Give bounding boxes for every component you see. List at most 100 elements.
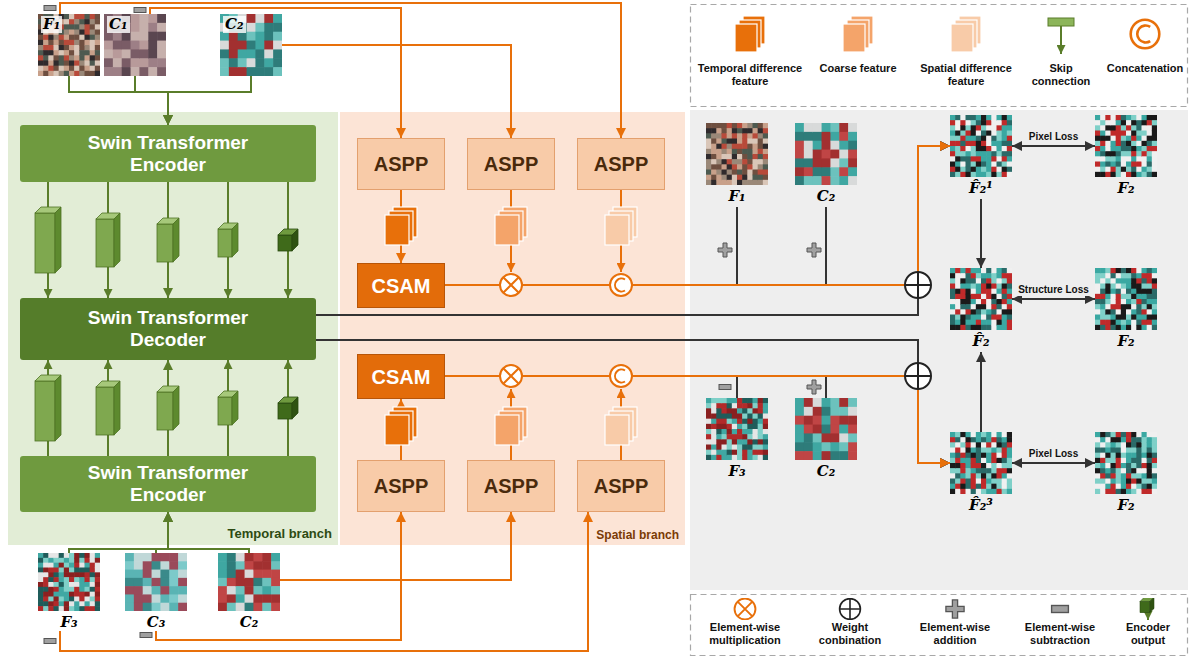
legend-icon bbox=[722, 598, 768, 620]
module-label: ASPP bbox=[484, 152, 538, 176]
connector bbox=[156, 512, 168, 553]
legend-symbol bbox=[735, 599, 756, 620]
image-tile: C₃ bbox=[125, 553, 187, 631]
connector bbox=[316, 146, 950, 315]
connector bbox=[280, 512, 511, 580]
aspp-module: ASPP bbox=[357, 138, 445, 190]
legend-text: Temporal difference feature bbox=[695, 62, 805, 88]
aspp-module: ASPP bbox=[577, 138, 665, 190]
connector bbox=[980, 352, 982, 432]
image-tile: F₁ bbox=[706, 123, 768, 207]
image-tile: F̂₂¹ bbox=[950, 115, 1012, 199]
image-label: F₁ bbox=[41, 16, 62, 33]
image-label: C₂ bbox=[795, 462, 857, 480]
legend-text: Coarse feature bbox=[808, 62, 908, 75]
image-tile: C₁ bbox=[104, 14, 166, 76]
image-mosaic bbox=[950, 268, 1012, 330]
module-label: CSAM bbox=[372, 274, 431, 298]
module-label: ASPP bbox=[484, 474, 538, 498]
legend-symbol bbox=[1140, 598, 1154, 613]
image-tile: C₂ bbox=[795, 123, 857, 207]
legend-icon bbox=[943, 10, 989, 58]
image-label: F₃ bbox=[706, 462, 768, 480]
legend-icon bbox=[727, 10, 773, 58]
legend-text: Encoder output bbox=[1110, 621, 1186, 647]
image-label: C₂ bbox=[218, 613, 280, 631]
connector bbox=[60, 512, 588, 651]
temporal-panel-fill bbox=[8, 112, 338, 545]
legend-icon bbox=[932, 598, 978, 620]
connector bbox=[445, 376, 950, 463]
legend-item: Concatenation bbox=[1104, 10, 1186, 75]
swin-transformer-block: Swin Transformer Encoder bbox=[20, 456, 316, 512]
image-tile: C₂ bbox=[795, 398, 857, 482]
legend-symbol bbox=[840, 599, 861, 620]
legend-text: Concatenation bbox=[1104, 62, 1186, 75]
connector bbox=[445, 146, 950, 285]
legend-item: Encoder output bbox=[1110, 598, 1186, 647]
legend-frame bbox=[691, 5, 1188, 107]
aspp-module: ASPP bbox=[357, 460, 445, 512]
loss-label: Pixel Loss bbox=[1027, 448, 1080, 460]
image-tile: F₁ bbox=[38, 14, 100, 76]
block-label: Swin Transformer Encoder bbox=[68, 462, 268, 506]
image-tile: F₃ bbox=[706, 398, 768, 482]
image-tile: F₂ bbox=[1095, 115, 1157, 199]
image-mosaic bbox=[950, 432, 1012, 494]
image-mosaic bbox=[125, 553, 187, 611]
edge-label-holder: Pixel Loss bbox=[1027, 131, 1080, 143]
connector bbox=[1012, 462, 1095, 464]
legend-item: Element-wise addition bbox=[905, 598, 1005, 647]
connector bbox=[69, 512, 168, 553]
legend-frame bbox=[691, 595, 1188, 656]
image-mosaic bbox=[38, 553, 100, 611]
legend-text: Weight conbination bbox=[800, 621, 900, 647]
legend-icon bbox=[827, 598, 873, 620]
image-label: F̂₂¹ bbox=[950, 179, 1012, 197]
feature-stacks bbox=[385, 207, 637, 445]
legend-item: Spatial difference feature bbox=[913, 10, 1019, 88]
image-tile: F₃ bbox=[38, 553, 100, 631]
image-mosaic bbox=[1095, 115, 1157, 177]
spatial-panel-fill bbox=[340, 112, 685, 545]
swin-transformer-block: Swin Transformer Decoder bbox=[20, 298, 316, 360]
image-tile: F₂ bbox=[1095, 432, 1157, 516]
legend-text: Element-wise subtraction bbox=[1010, 621, 1110, 647]
connector bbox=[135, 76, 168, 125]
connector bbox=[826, 376, 950, 463]
aspp-module: ASPP bbox=[467, 138, 555, 190]
aspp-module: ASPP bbox=[467, 460, 555, 512]
connector bbox=[156, 512, 401, 640]
legend-symbol bbox=[946, 600, 964, 618]
connector bbox=[826, 146, 950, 285]
fusion-panel-fill bbox=[690, 110, 1188, 590]
connector bbox=[980, 199, 982, 268]
image-tile: F̂₂ bbox=[950, 268, 1012, 352]
legend-text: Element-wise addition bbox=[905, 621, 1005, 647]
operator-symbols bbox=[500, 272, 931, 389]
branch-title: Temporal branch bbox=[227, 526, 332, 542]
legend-symbol bbox=[1052, 606, 1069, 613]
connector bbox=[150, 8, 401, 138]
connector bbox=[69, 76, 168, 125]
image-label: F₃ bbox=[38, 613, 100, 631]
legend-text: Element-wise multiplication bbox=[695, 621, 795, 647]
image-label: F₁ bbox=[706, 187, 768, 205]
connector bbox=[1012, 298, 1095, 300]
image-mosaic bbox=[795, 398, 857, 460]
module-label: ASPP bbox=[594, 474, 648, 498]
csam-module: CSAM bbox=[357, 263, 445, 308]
image-label: F̂₂³ bbox=[950, 496, 1012, 514]
module-label: ASPP bbox=[374, 474, 428, 498]
legend-icon bbox=[1037, 598, 1083, 620]
legend-item: Skip connection bbox=[1020, 10, 1102, 88]
legend-icon bbox=[1125, 598, 1171, 620]
module-label: ASPP bbox=[594, 152, 648, 176]
legend-icon bbox=[1038, 10, 1084, 58]
branch-title: Spatial branch bbox=[596, 528, 679, 542]
sign-marks bbox=[44, 6, 821, 644]
loss-label: Structure Loss bbox=[1016, 284, 1091, 296]
image-mosaic bbox=[1095, 268, 1157, 330]
legend-item: Element-wise subtraction bbox=[1010, 598, 1110, 647]
legend-icon bbox=[835, 10, 881, 58]
